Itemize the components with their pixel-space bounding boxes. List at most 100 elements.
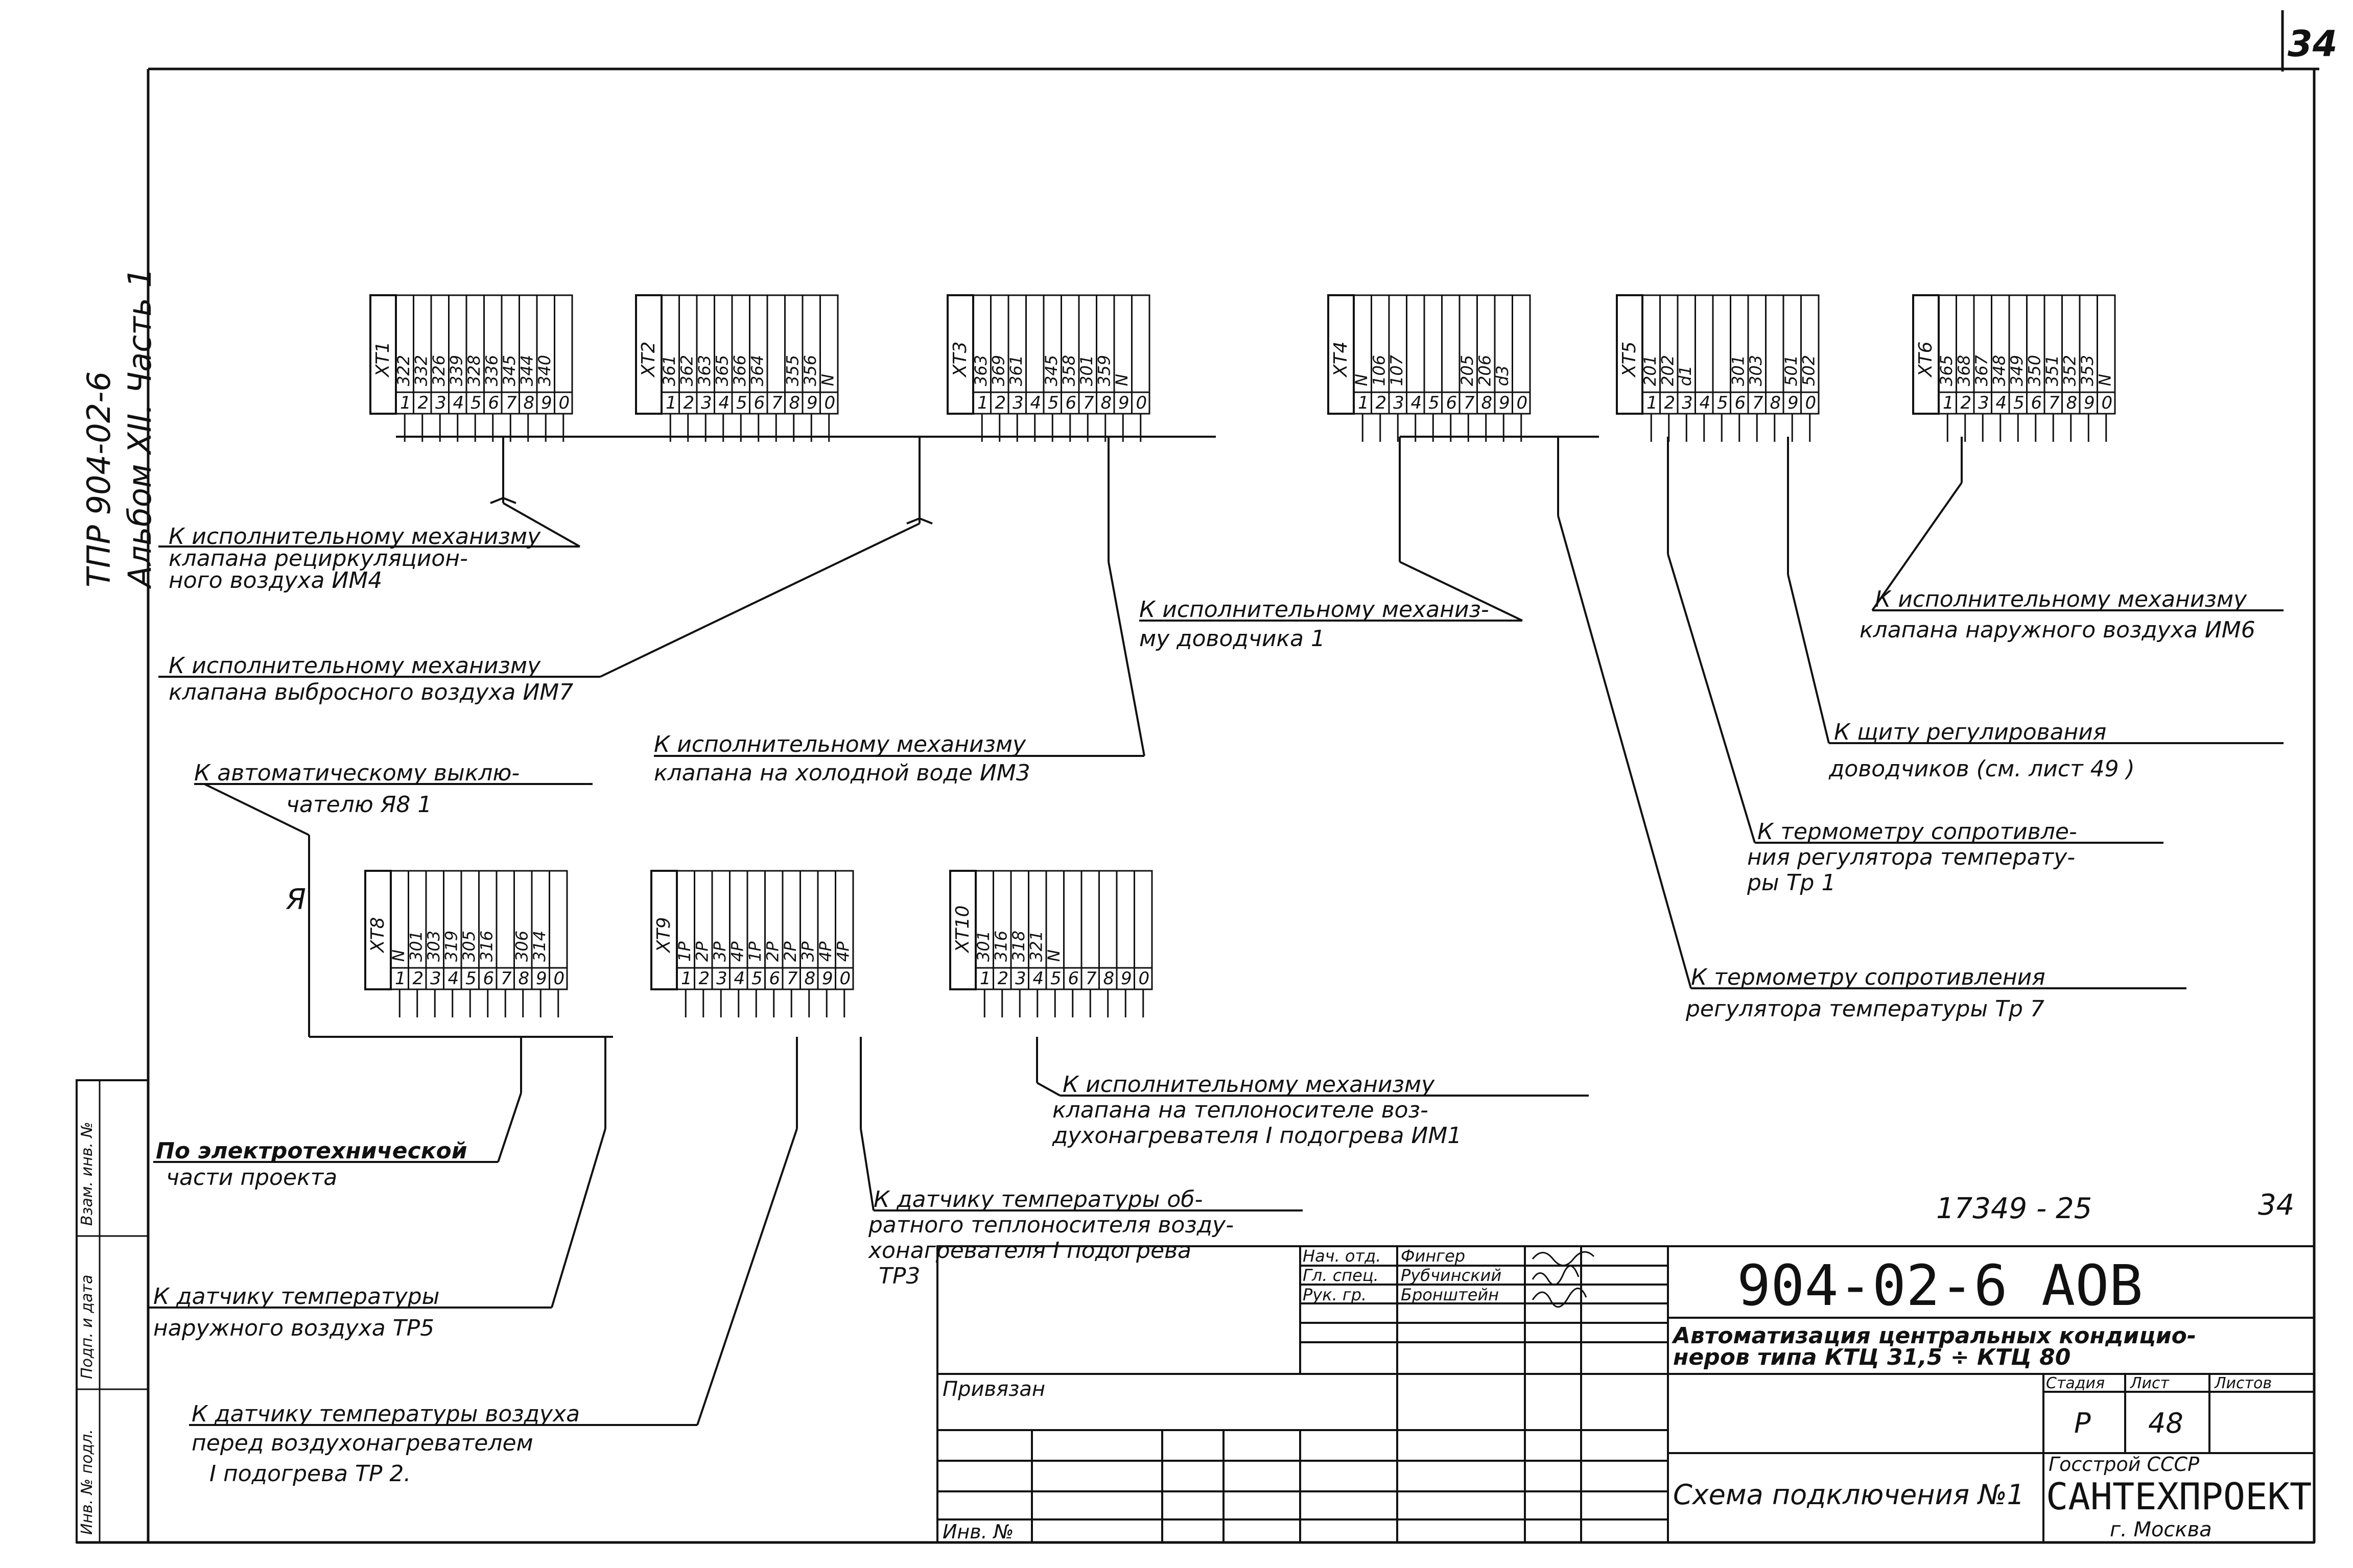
terminal-number: 6 [2031,393,2042,413]
label-tr3-line2: ратного теплоносителя возду- [868,1212,1234,1238]
terminal-label-xt5: ХТ5 [1619,341,1640,378]
inv-label: Инв. № [943,1521,1014,1543]
terminal-number: 0 [1139,968,1150,989]
wire-label: 201 [1640,355,1660,386]
project-title-line2: неров типа КТЦ 31,5 ÷ КТЦ 80 [1673,1344,2070,1370]
terminal-label-xt2: ХТ2 [638,341,659,378]
terminal-number: 6 [769,968,781,989]
terminal-number: 9 [807,393,818,413]
wire-label: 353 [2078,355,2097,386]
terminal-number: 1 [1646,393,1658,413]
wire-label: d3 [1493,365,1512,386]
wire-label: 365 [1937,355,1956,386]
terminal-number: 4 [453,393,464,413]
wire-label: 2Р [781,941,800,962]
wire-label: 321 [1027,931,1046,962]
role-1: Нач. отд. [1303,1246,1381,1266]
terminal-number: 6 [488,393,500,413]
terminal-label-xt8: ХТ8 [367,917,388,954]
terminal-number: 5 [470,393,482,413]
stage-header: Стадия [2046,1374,2105,1392]
terminal-number: 6 [1446,393,1457,413]
terminal-label-xt4: ХТ4 [1330,341,1351,378]
terminal-number: 7 [501,968,512,989]
sheet-value: 48 [2148,1407,2183,1439]
label-ya1-line2: чателю Я8 1 [286,792,432,818]
label-im4-line1: К исполнительному механизму [169,524,541,550]
terminal-label-xt3: ХТ3 [950,341,971,378]
wire-label: 202 [1658,355,1678,386]
terminal-number: 7 [1086,968,1097,989]
wire-label: 355 [783,355,803,386]
sheets-header: Листов [2214,1374,2272,1392]
wire-label: 301 [407,931,426,962]
label-tr3-line3: хонагревателя I подогрева [867,1238,1191,1264]
side-album-text: Альбом XII. Часть 1 [121,268,158,589]
label-tr5-line2: наружного воздуха ТР5 [153,1315,434,1341]
terminal-number: 2 [418,393,429,413]
project-code: 904-02-6 АОВ [1737,1253,2143,1318]
wire-label: 368 [1955,355,1974,386]
wire-label: N [2096,374,2115,386]
side-code-text: ТПР 904-02-6 [80,371,117,587]
terminal-number: 7 [787,968,798,989]
terminal-number: 9 [1118,393,1130,413]
wire-label: 345 [1042,355,1061,386]
terminal-number: 3 [1393,393,1404,413]
terminal-number: 1 [977,393,989,413]
terminal-number: 3 [435,393,446,413]
wire-label: 326 [429,355,449,386]
wire-label: 107 [1387,354,1406,386]
label-dovod-line1: К исполнительному механиз- [1139,597,1489,623]
wire-label: 363 [971,355,991,386]
terminal-number: 6 [1066,393,1077,413]
terminal-number: 1 [681,968,692,989]
stamp-vzam-inv: Взам. инв. № [78,1122,96,1226]
wire-label: 2Р [763,941,783,962]
terminal-number: 8 [789,393,801,413]
wire-label: 362 [677,355,697,386]
stamp-inv-podl: Инв. № подл. [78,1429,96,1535]
terminal-number: 4 [448,968,459,989]
terminal-number: 0 [1136,393,1147,413]
terminal-number: 6 [754,393,765,413]
terminal-number: 4 [1411,393,1422,413]
label-tr3-line1: К датчику температуры об- [874,1186,1203,1213]
stage-value: Р [2074,1407,2091,1439]
label-im3-line2: клапана на холодной воде ИМ3 [654,760,1030,786]
label-shchit-line1: К щиту регулирования [1834,719,2106,745]
terminal-number: 0 [2102,393,2113,413]
wire-label: 3Р [798,941,818,962]
terminal-number: 5 [736,393,747,413]
terminal-number: 5 [1048,393,1059,413]
terminal-number: 0 [840,968,851,989]
wire-label: 365 [713,355,732,386]
terminal-number: 7 [771,393,783,413]
terminal-number: 8 [524,393,535,413]
label-tr1-line1: К термометру сопротивле- [1757,819,2077,845]
wire-label: N [1044,949,1064,962]
wire-label: 106 [1370,355,1389,386]
wire-label: 205 [1457,355,1477,386]
role-2: Гл. спец. [1303,1266,1379,1285]
terminal-number: 3 [1013,393,1024,413]
org-line3: г. Москва [2110,1518,2212,1541]
label-tr1-line3: ры Тр 1 [1747,870,1836,896]
label-im3-line1: К исполнительному механизму [654,731,1026,757]
wire-label: N [818,374,838,386]
wire-label: 4Р [728,941,747,962]
terminal-number: 3 [1015,968,1026,989]
label-tr7-line1: К термометру сопротивления [1691,964,2045,990]
terminal-number: 4 [719,393,730,413]
wire-label: 364 [748,355,767,386]
connection-lines [148,436,2284,1426]
attached-label: Привязан [943,1377,1045,1401]
label-im7-line1: К исполнительному механизму [169,653,541,679]
